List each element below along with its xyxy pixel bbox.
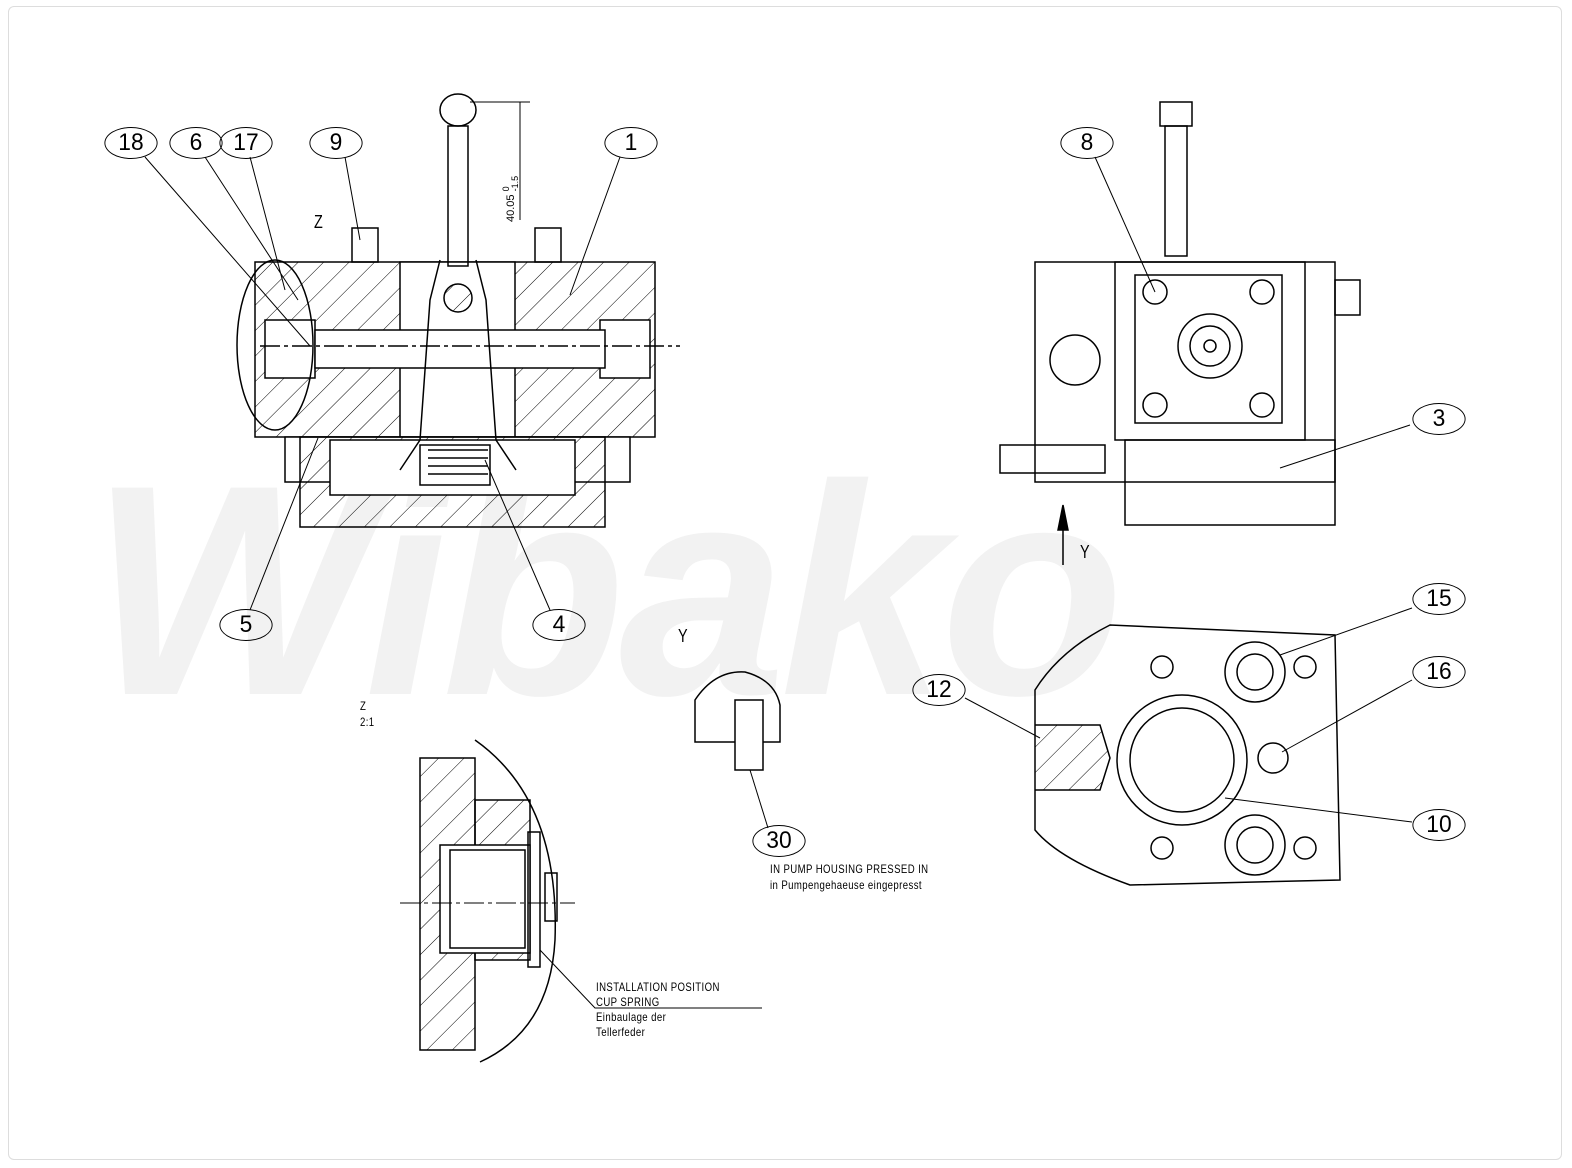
main-section-view xyxy=(236,93,680,528)
drawing-frame xyxy=(8,6,1562,1160)
detail-z xyxy=(400,739,762,1063)
dimension-height: 40.05 0 -1.5 xyxy=(501,175,520,222)
detail-scale: 2:1 xyxy=(360,715,375,729)
balloon-5: 5 xyxy=(219,609,273,641)
note-install-de-2: Tellerfeder xyxy=(596,1025,646,1039)
balloon-18: 18 xyxy=(104,127,158,159)
balloon-8: 8 xyxy=(1060,127,1114,159)
section-marker-z: Z xyxy=(314,212,324,232)
balloon-6: 6 xyxy=(169,127,223,159)
balloon-15: 15 xyxy=(1412,583,1466,615)
balloon-16: 16 xyxy=(1412,656,1466,688)
pin-view xyxy=(694,671,781,829)
view-arrow-label-y: Y xyxy=(1080,542,1091,562)
note-pressed-de: in Pumpengehaeuse eingepresst xyxy=(770,878,922,892)
dimension-nominal: 40.05 xyxy=(504,194,517,222)
side-view xyxy=(999,101,1361,565)
note-install-de-1: Einbaulage der xyxy=(596,1010,667,1024)
balloon-12: 12 xyxy=(912,674,966,706)
note-pressed-en: IN PUMP HOUSING PRESSED IN xyxy=(770,862,929,876)
view-label-y: Y xyxy=(678,626,689,646)
detail-name: Z xyxy=(360,699,367,713)
leader-lines xyxy=(144,156,1413,823)
balloon-30: 30 xyxy=(752,825,806,857)
balloon-4: 4 xyxy=(532,609,586,641)
balloon-10: 10 xyxy=(1412,809,1466,841)
balloon-3: 3 xyxy=(1412,403,1466,435)
dimension-lower-tol: -1.5 xyxy=(510,175,520,192)
note-install-en-2: CUP SPRING xyxy=(596,995,660,1009)
balloon-1: 1 xyxy=(604,127,658,159)
balloon-17: 17 xyxy=(219,127,273,159)
note-install-en-1: INSTALLATION POSITION xyxy=(596,980,720,994)
balloon-9: 9 xyxy=(309,127,363,159)
view-y xyxy=(1034,624,1341,886)
